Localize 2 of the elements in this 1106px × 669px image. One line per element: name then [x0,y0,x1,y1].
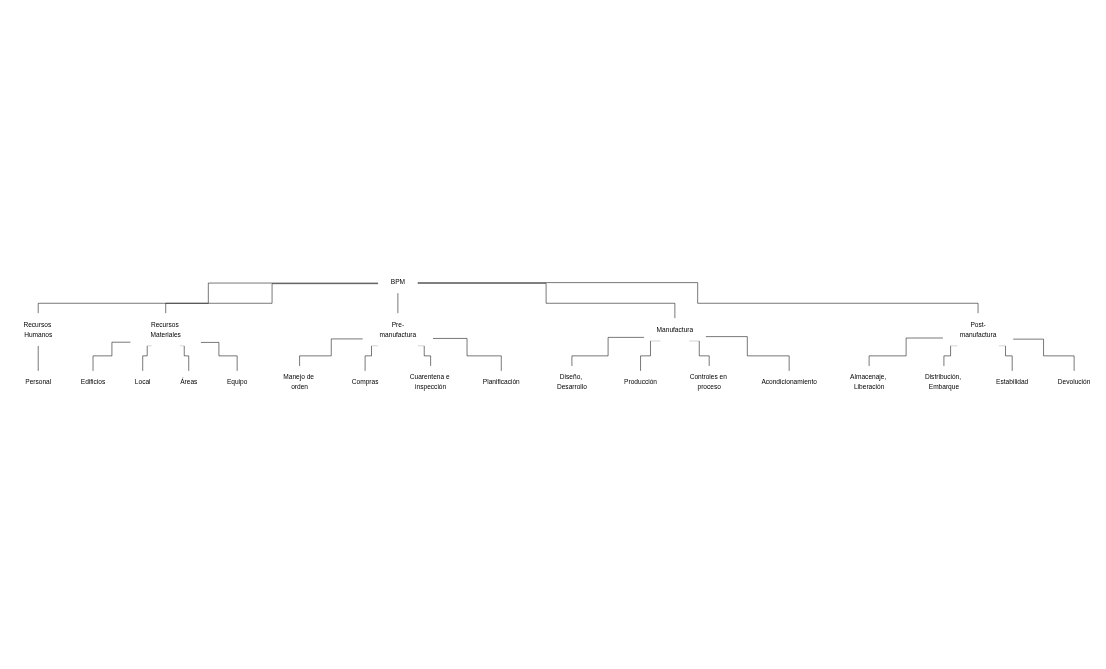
connector [37,282,379,314]
connector [165,283,379,314]
